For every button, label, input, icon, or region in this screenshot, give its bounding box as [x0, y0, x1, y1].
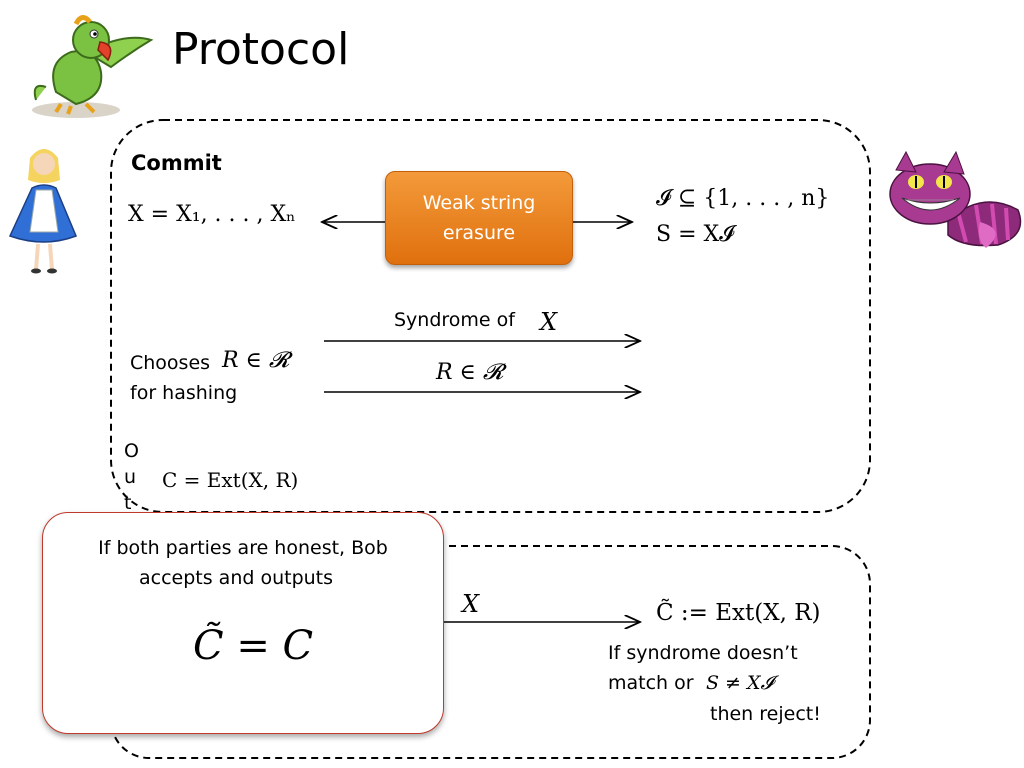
syndrome-var: X [540, 308, 558, 336]
reject-line-1: If syndrome doesn’t [608, 642, 798, 664]
commit-label: Commit [131, 151, 222, 175]
alice-string-math: X = X₁, . . . , Xₙ [128, 202, 296, 227]
weak-string-erasure-box: Weak string erasure [385, 171, 573, 265]
alice-illustration [8, 149, 77, 274]
wse-line-2: erasure [442, 222, 516, 244]
bob-output-math: C̃ := Ext(X, R) [656, 600, 821, 626]
callout-line-1: If both parties are honest, Bob [98, 537, 388, 559]
alice-output-math: C = Ext(X, R) [162, 468, 299, 492]
commit-dashed-box [110, 119, 871, 513]
slide-title: Protocol [172, 24, 350, 75]
honest-parties-callout: If both parties are honest, Bob accepts … [42, 512, 444, 734]
reject-condition-math: S ≠ X𝓘 [706, 672, 774, 694]
arrow-hash-label: R ∈ 𝓡 [436, 360, 504, 385]
syndrome-label: Syndrome of [394, 309, 515, 331]
cheshire-cat-illustration [889, 150, 1022, 248]
wse-line-1: Weak string [422, 192, 536, 214]
reject-line-3: then reject! [710, 703, 821, 725]
chooses-label: Chooses [130, 352, 211, 374]
callout-line-2: accepts and outputs [139, 567, 334, 589]
bob-subset-math: 𝓘 ⊆ {1, . . . , n} [656, 186, 830, 211]
parrot-illustration [32, 15, 154, 118]
reject-line-2: match or [608, 672, 694, 694]
open-arrow-label: X [462, 590, 480, 618]
callout-math: C̃ = C [193, 623, 314, 669]
bob-substring-math: S = X𝓘 [656, 222, 735, 247]
for-hashing-label: for hashing [130, 382, 238, 404]
chooses-math: R ∈ 𝓡 [222, 348, 290, 373]
open-dashed-box [110, 545, 871, 759]
